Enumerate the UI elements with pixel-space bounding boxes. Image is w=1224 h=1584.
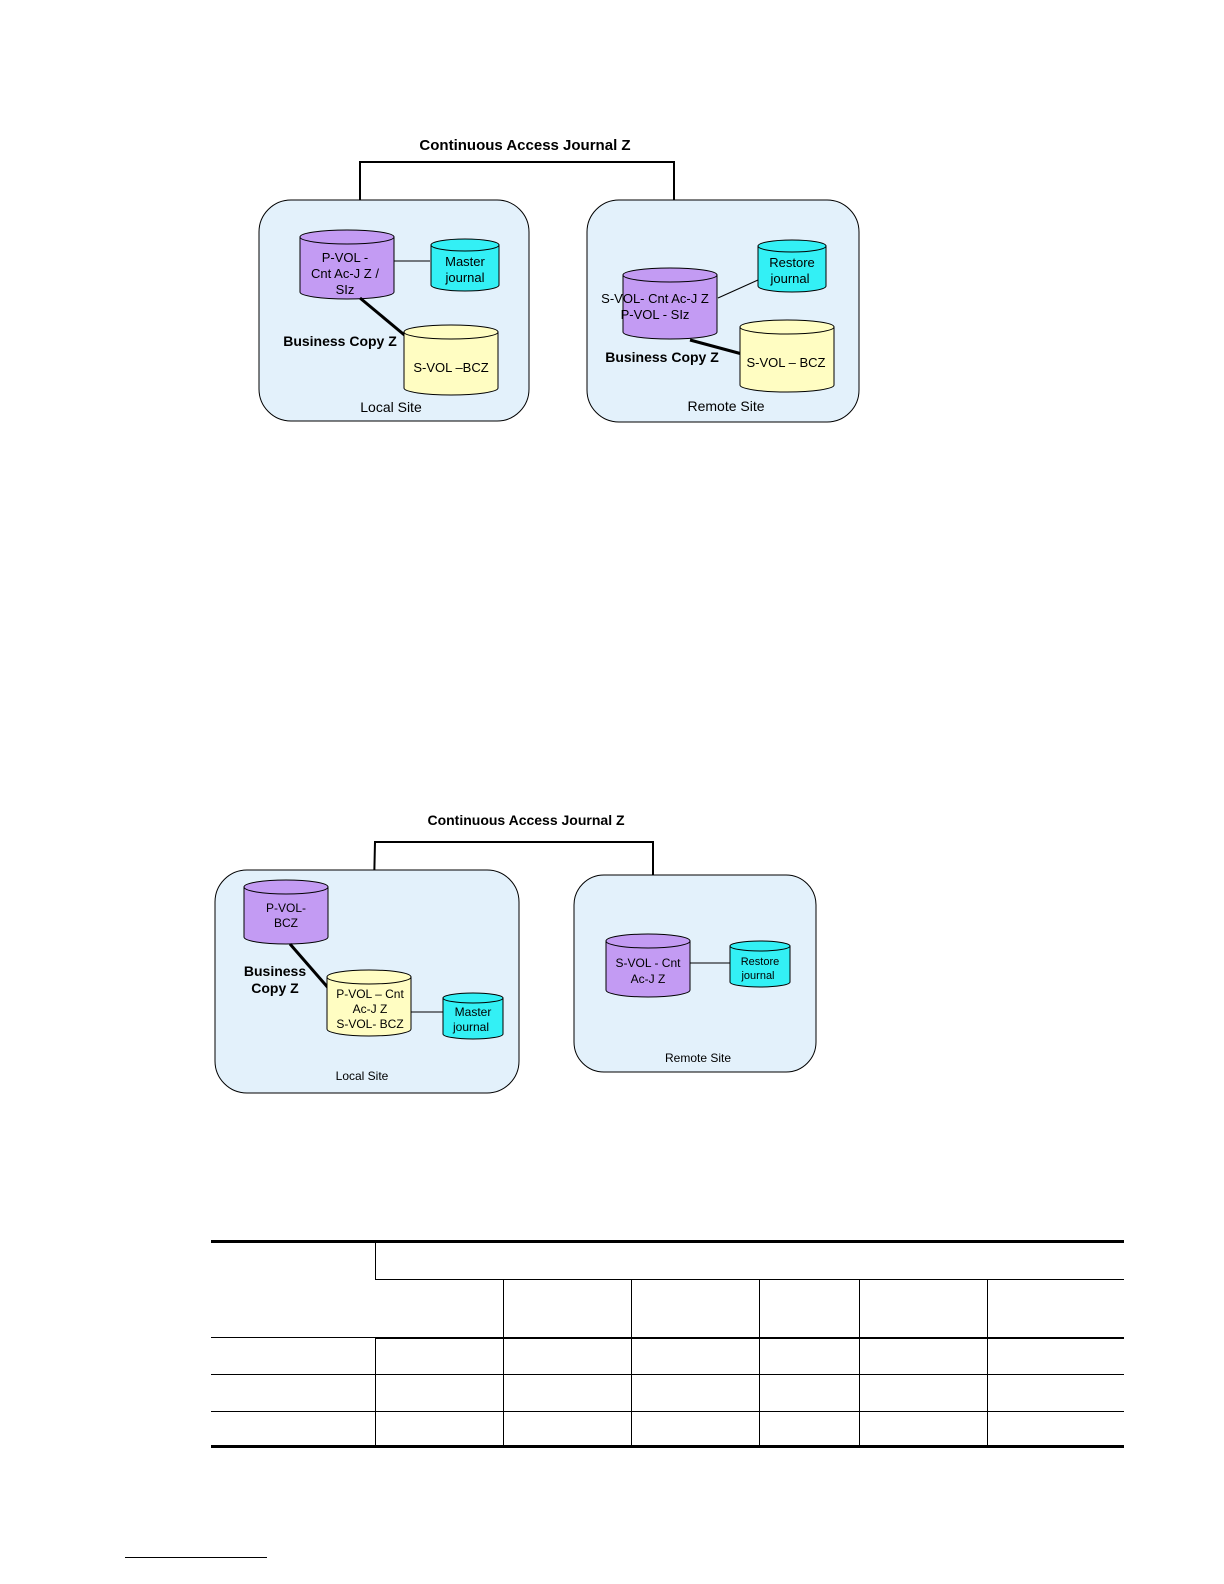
pvol-cylinder: P-VOL - Cnt Ac-J Z / SIz: [299, 229, 395, 300]
business-copy-label-2b: Copy Z: [251, 980, 299, 996]
table-header-cell: [502, 1279, 631, 1339]
table-subheader-row: [211, 1279, 1125, 1339]
table-cell: [758, 1411, 859, 1448]
table-cell: [758, 1337, 859, 1375]
table-header-cell: [375, 1279, 503, 1339]
table-cell: [374, 1337, 503, 1375]
table-cell: [986, 1374, 1125, 1412]
remote-business-copy-label: Business Copy Z: [605, 349, 719, 365]
figure-2-title: Continuous Access Journal Z: [427, 812, 625, 828]
remote-business-copy-link: [689, 338, 743, 356]
pvol-cnt-label-3: S-VOL- BCZ: [336, 1017, 403, 1031]
svol-cnt-label-1: S-VOL- Cnt Ac-J Z: [601, 291, 709, 306]
table-cell: [374, 1374, 503, 1412]
pvol-label-2: Cnt Ac-J Z /: [311, 266, 379, 281]
pvol-bcz-cylinder: P-VOL- BCZ: [243, 879, 329, 945]
table-header-cell: [630, 1279, 759, 1339]
pvol-bcz-label-2: BCZ: [274, 916, 298, 930]
table-header-row: [211, 1240, 1125, 1338]
remote-site-label: Remote Site: [687, 398, 764, 414]
table-cell: [211, 1337, 375, 1375]
pvol-label-3: SIz: [336, 282, 355, 297]
business-copy-label: Business Copy Z: [283, 333, 397, 349]
remote-svol-bcz-label: S-VOL – BCZ: [747, 355, 826, 370]
svol-bcz-cylinder: S-VOL –BCZ: [403, 324, 499, 396]
pvol-label-1: P-VOL -: [322, 250, 368, 265]
figure-2: Continuous Access Journal Z Local Site P…: [214, 812, 817, 1094]
footnote-separator: [125, 1557, 267, 1558]
restore-journal-label-1: Restore: [769, 255, 815, 270]
restore-journal-label-2: journal: [769, 271, 809, 286]
table-cell: [374, 1411, 503, 1448]
table-header-cell: [758, 1279, 859, 1339]
table-header-cell: [374, 1240, 1125, 1280]
master-journal-label-1: Master: [445, 254, 485, 269]
local-site-label-2: Local Site: [336, 1069, 389, 1083]
table-header-cell: [986, 1279, 1125, 1339]
local-site-label: Local Site: [360, 399, 422, 415]
remote-svol-bcz-cylinder: S-VOL – BCZ: [739, 319, 835, 393]
table-header-cell: [858, 1279, 987, 1339]
table-cell: [858, 1411, 987, 1448]
table-cell: [211, 1374, 375, 1412]
remote-site-box-2: [573, 874, 817, 1073]
table-cell: [502, 1337, 631, 1375]
table-row: [211, 1337, 1125, 1375]
table-cell: [986, 1411, 1125, 1448]
table-cell: [986, 1337, 1125, 1375]
table-row: [211, 1411, 1125, 1448]
pvol-cnt-label-2: Ac-J Z: [353, 1002, 388, 1016]
svol-cnt-2-label-2: Ac-J Z: [631, 972, 666, 986]
table-cell: [758, 1374, 859, 1412]
restore-journal-link: [717, 279, 759, 299]
table-cell: [858, 1374, 987, 1412]
restore-journal-cylinder: Restore journal: [757, 239, 827, 293]
pvol-bcz-label-1: P-VOL-: [266, 901, 306, 915]
table-cell: [630, 1374, 759, 1412]
business-copy-label-2a: Business: [244, 963, 306, 979]
master-journal-cylinder: Master journal: [430, 238, 500, 292]
table-cell: [211, 1411, 375, 1448]
business-copy-link: [359, 296, 409, 340]
table-header-cell: [211, 1240, 375, 1338]
svol-cnt-2-label-1: S-VOL - Cnt: [616, 956, 682, 970]
table-cell: [502, 1411, 631, 1448]
figure-1-title: Continuous Access Journal Z: [419, 137, 630, 154]
svol-bcz-label: S-VOL –BCZ: [413, 360, 488, 375]
table-cell: [858, 1337, 987, 1375]
empty-table: [211, 1240, 1125, 1448]
table-cell: [630, 1337, 759, 1375]
master-journal-2-label-1: Master: [455, 1005, 492, 1019]
figure-1: Continuous Access Journal Z Local Site P…: [258, 137, 860, 423]
restore-journal-2-label-1: Restore: [741, 956, 780, 968]
master-journal-cylinder-2: Master journal: [442, 992, 504, 1040]
pvol-cnt-label-1: P-VOL – Cnt: [336, 987, 404, 1001]
business-copy-link-2: [288, 943, 332, 991]
table-cell: [502, 1374, 631, 1412]
restore-journal-2-label-2: journal: [740, 970, 774, 982]
table-row: [211, 1374, 1125, 1412]
svol-cnt-cylinder-2: S-VOL - Cnt Ac-J Z: [605, 933, 691, 998]
svol-cnt-label-2: P-VOL - SIz: [621, 307, 690, 322]
remote-site-label-2: Remote Site: [665, 1051, 731, 1065]
svol-cnt-cylinder: S-VOL- Cnt Ac-J Z P-VOL - SIz: [601, 267, 718, 340]
pvol-cnt-svol-bcz-cylinder: P-VOL – Cnt Ac-J Z S-VOL- BCZ: [326, 969, 412, 1037]
restore-journal-cylinder-2: Restore journal: [729, 940, 791, 988]
master-journal-2-label-2: journal: [452, 1020, 489, 1034]
master-journal-label-2: journal: [444, 270, 484, 285]
table-cell: [630, 1411, 759, 1448]
